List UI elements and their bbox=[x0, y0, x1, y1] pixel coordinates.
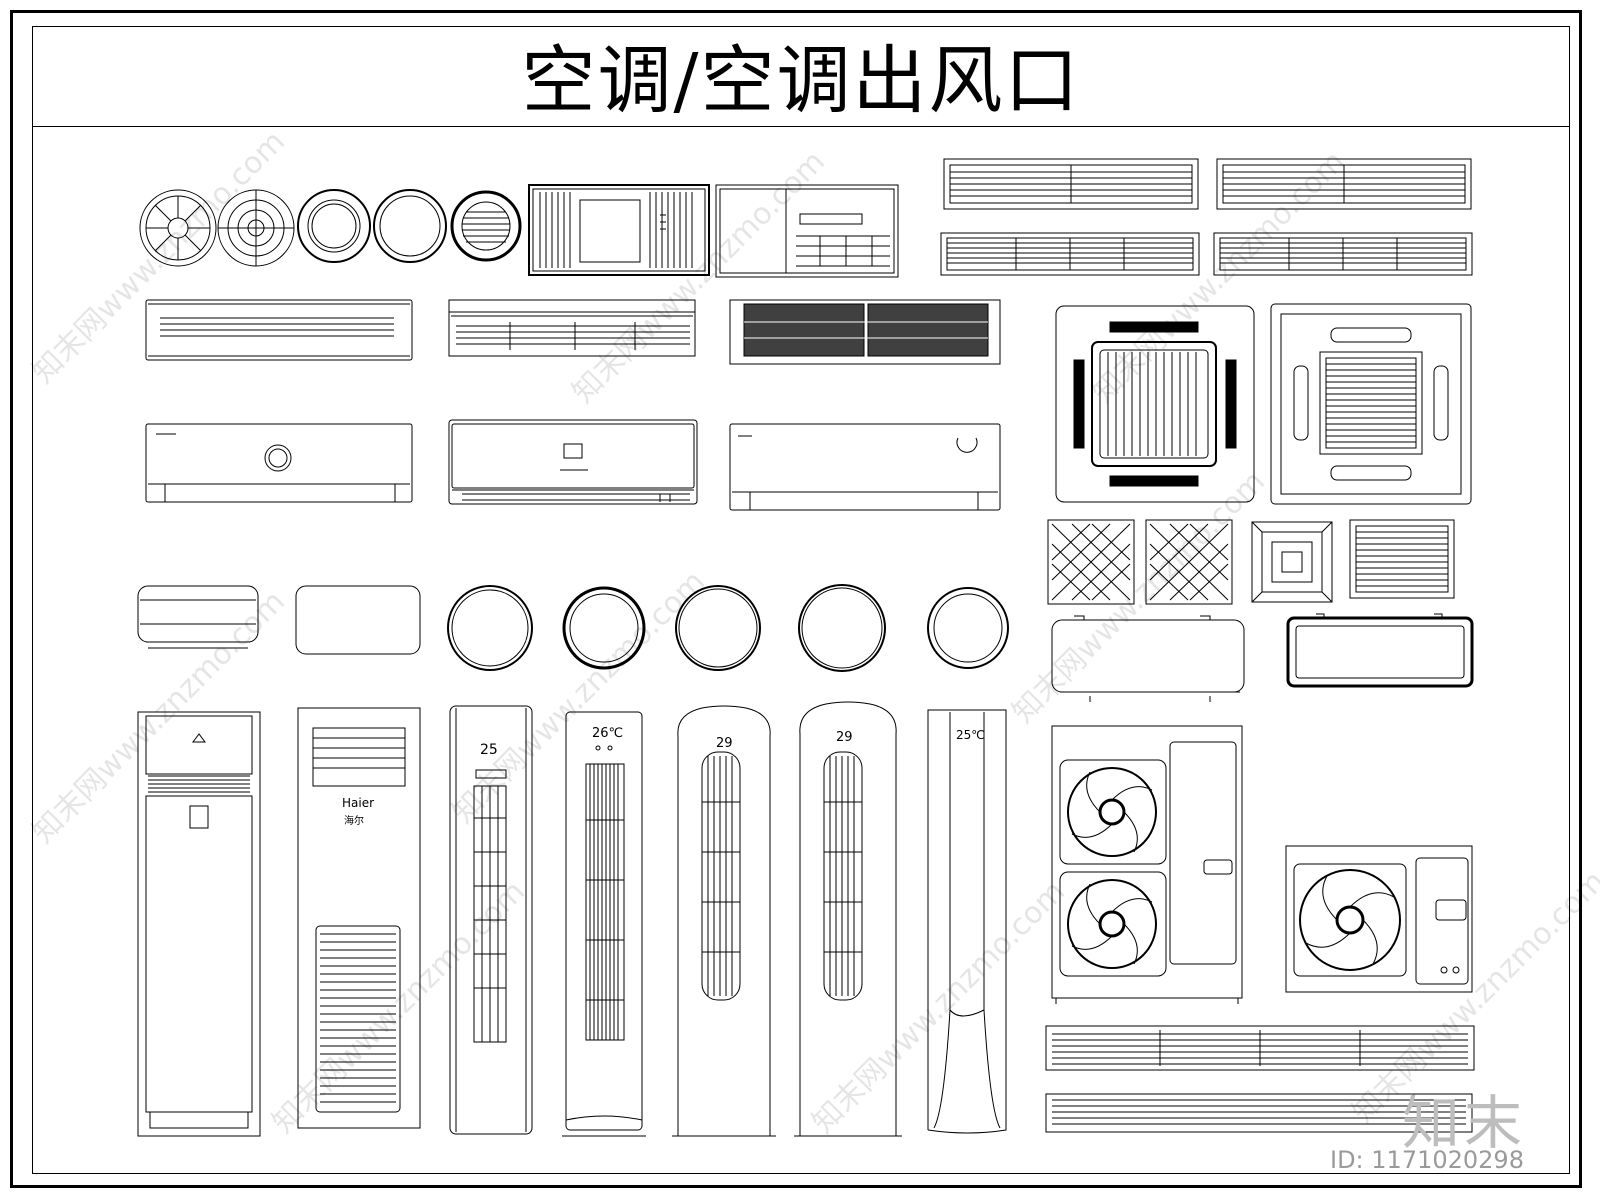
wall-unit-slim bbox=[145, 299, 413, 361]
outdoor-unit-single-fan bbox=[1285, 845, 1473, 993]
title-divider bbox=[32, 126, 1570, 127]
tower-unit-4 bbox=[562, 711, 646, 1137]
tower-7-display: 25℃ bbox=[956, 728, 985, 742]
round-diffuser-plain bbox=[373, 189, 447, 263]
round-diffuser-louvered bbox=[450, 190, 522, 262]
tower-unit-7 bbox=[927, 709, 1007, 1134]
square-grille-diamond-1 bbox=[1047, 519, 1135, 605]
page-title: 空调/空调出风口 bbox=[521, 38, 1081, 124]
outdoor-unit-double-fan bbox=[1051, 725, 1243, 1004]
tower-unit-5 bbox=[672, 705, 776, 1137]
round-diffuser-target bbox=[217, 189, 295, 267]
tower-unit-3 bbox=[449, 705, 533, 1135]
haier-logo-text: Haier bbox=[342, 796, 375, 810]
watermark-id: ID: 1171020298 bbox=[1330, 1146, 1524, 1174]
ceiling-unit-panel-1 bbox=[528, 184, 710, 276]
tower-unit-6 bbox=[794, 701, 902, 1137]
tower-4-display: 26℃ bbox=[592, 726, 624, 741]
round-diffuser-ring bbox=[297, 189, 371, 263]
ceiling-unit-panel-2 bbox=[715, 184, 899, 278]
wall-unit-rounded-2 bbox=[1286, 613, 1474, 688]
round-diffuser-swirl bbox=[139, 189, 217, 267]
split-unit-3 bbox=[729, 423, 1001, 511]
rounded-panel bbox=[295, 585, 421, 655]
linear-grille-3 bbox=[940, 232, 1200, 276]
wall-unit-rounded-1 bbox=[1051, 615, 1245, 702]
ring-diffuser-4 bbox=[798, 584, 886, 672]
square-diffuser-concentric bbox=[1251, 521, 1333, 603]
cassette-unit-1 bbox=[1055, 305, 1255, 503]
ring-diffuser-2 bbox=[562, 586, 646, 670]
linear-grille-4 bbox=[1213, 232, 1473, 276]
tower-5-display: 29 bbox=[716, 736, 733, 751]
cassette-unit-2 bbox=[1270, 303, 1472, 505]
mini-unit bbox=[137, 585, 259, 649]
haier-logo-cn: 海尔 bbox=[344, 816, 364, 827]
duct-unit-grille bbox=[448, 299, 696, 357]
ring-diffuser-1 bbox=[447, 585, 533, 671]
inner-frame bbox=[32, 26, 1570, 1174]
split-unit-1 bbox=[145, 423, 413, 503]
linear-grille-2 bbox=[1216, 158, 1472, 210]
duct-unit-mesh bbox=[729, 299, 1001, 365]
square-grille-diamond-2 bbox=[1145, 519, 1233, 605]
ring-diffuser-5 bbox=[927, 587, 1009, 669]
linear-grille-1 bbox=[943, 158, 1199, 210]
split-unit-2-display: 25 bbox=[480, 742, 498, 758]
square-grille-louver bbox=[1349, 519, 1455, 599]
ring-diffuser-3 bbox=[675, 585, 761, 671]
watermark-logo: 知末 bbox=[1402, 1089, 1527, 1157]
linear-grille-long-2 bbox=[1045, 1093, 1473, 1133]
tower-unit-2 bbox=[297, 707, 421, 1129]
tower-unit-1 bbox=[137, 711, 261, 1137]
linear-grille-long-1 bbox=[1045, 1025, 1475, 1071]
split-unit-2 bbox=[448, 419, 698, 505]
tower-6-display: 29 bbox=[836, 730, 853, 745]
outer-frame bbox=[10, 10, 1582, 1188]
